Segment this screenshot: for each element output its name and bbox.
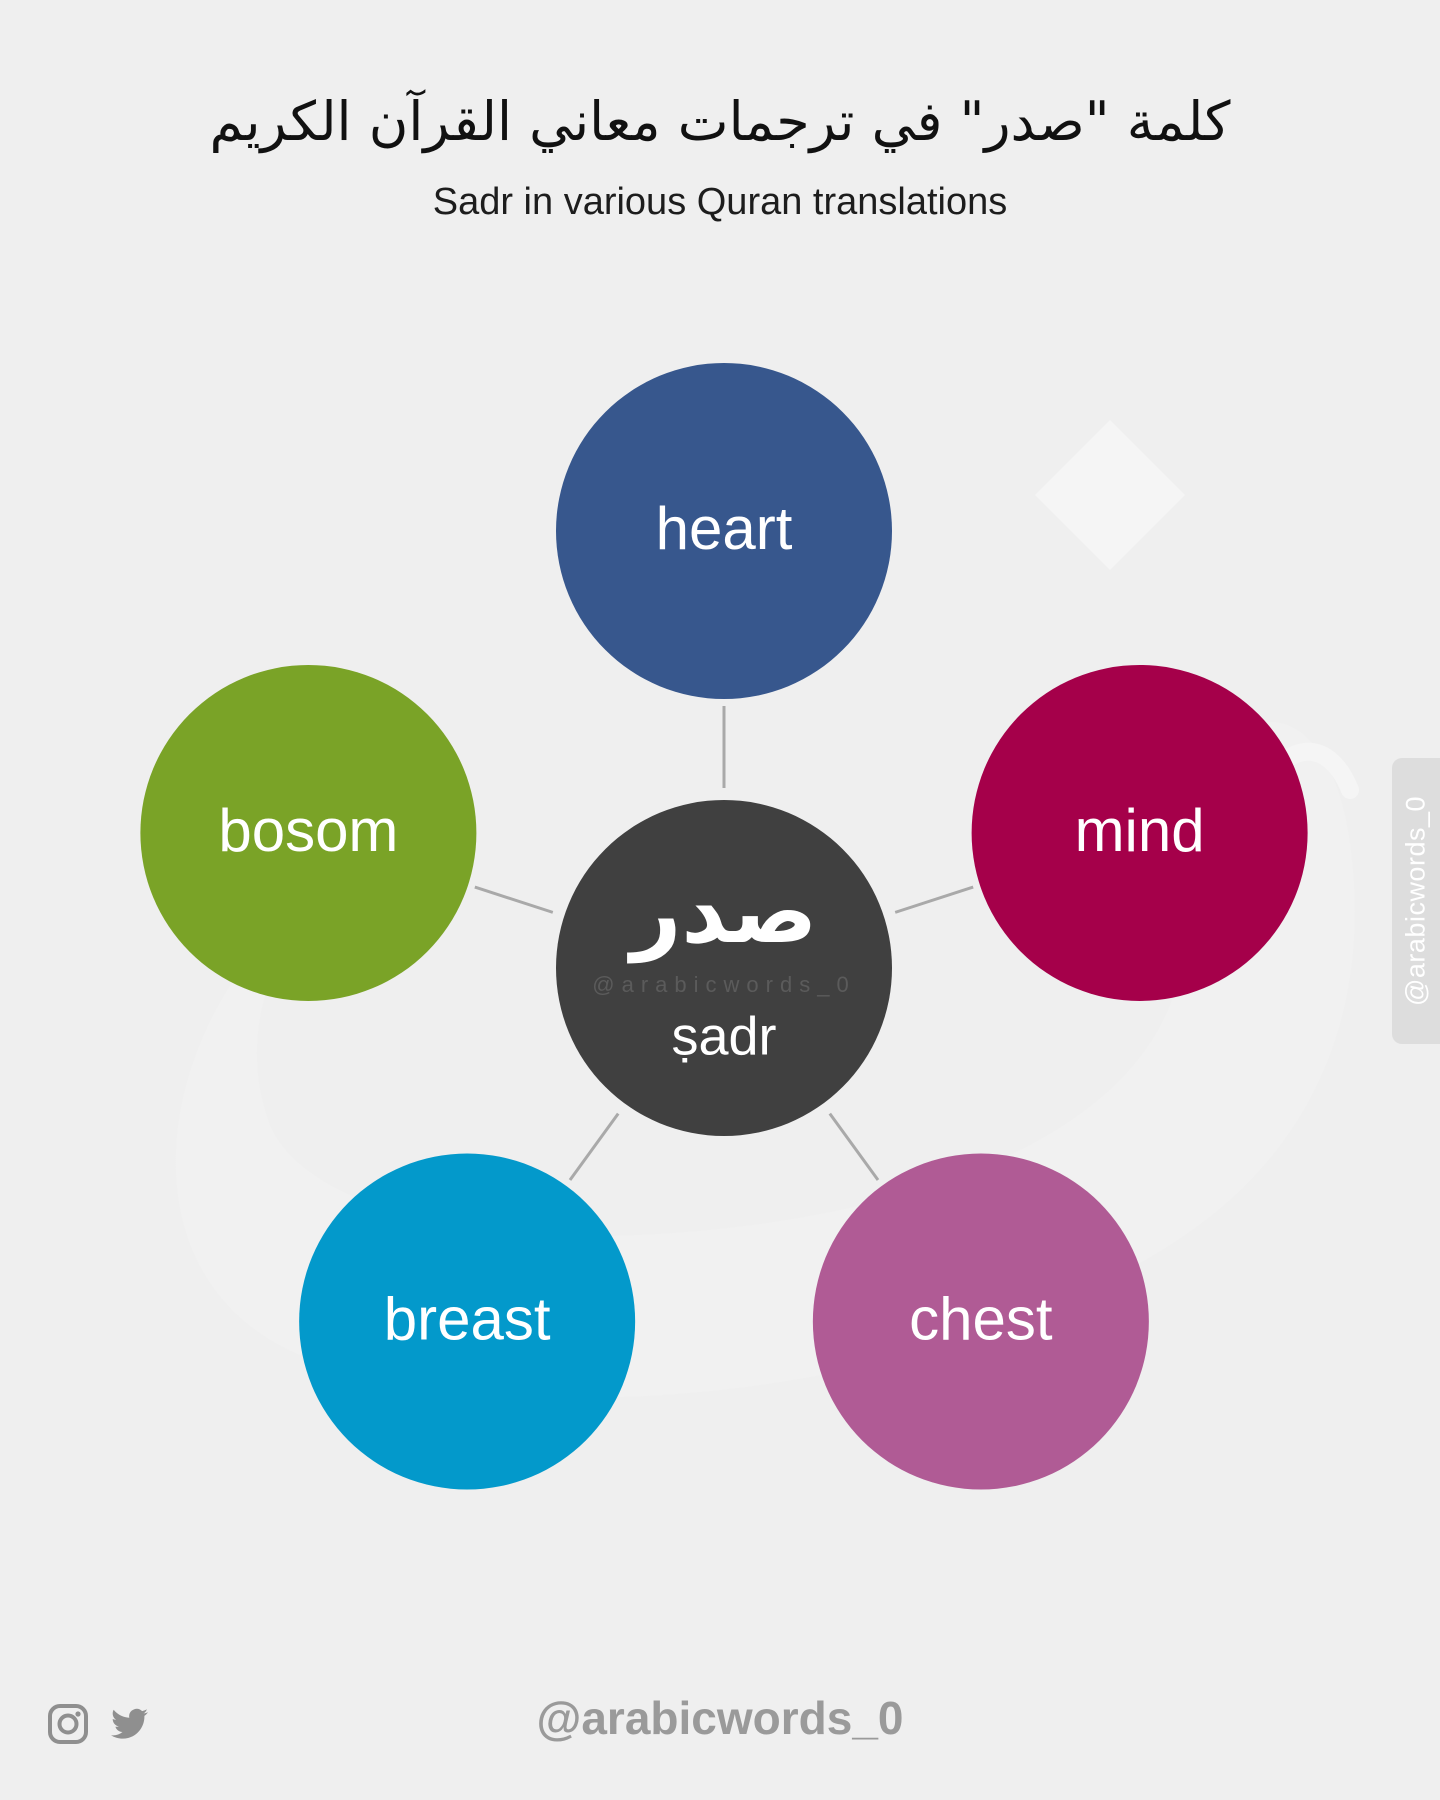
meaning-label-heart: heart — [656, 495, 793, 562]
instagram-icon[interactable] — [46, 1702, 90, 1746]
meaning-nodes: heart mind chest breast bosom — [140, 363, 1308, 1490]
meaning-circle-bosom — [140, 664, 477, 1001]
meaning-circle-chest — [812, 1153, 1149, 1490]
connector-line-bosom — [474, 885, 554, 914]
social-icons — [46, 1702, 156, 1746]
center-circle — [556, 800, 892, 1136]
meaning-node-chest: chest — [812, 1153, 1149, 1490]
page-subtitle: Sadr in various Quran translations — [432, 181, 1008, 223]
connector-line-mind — [894, 885, 974, 914]
meaning-node-breast: breast — [299, 1153, 636, 1490]
twitter-icon[interactable] — [108, 1702, 152, 1746]
meaning-node-heart: heart — [556, 363, 892, 699]
connector-line-chest — [828, 1112, 880, 1181]
meaning-circle-mind — [971, 664, 1308, 1001]
meaning-circle-heart — [556, 363, 892, 699]
connector-line-breast — [568, 1112, 620, 1181]
meaning-label-bosom: bosom — [218, 797, 398, 864]
center-arabic-word: صدر — [627, 860, 818, 963]
meaning-node-mind: mind — [971, 664, 1308, 1001]
meaning-label-breast: breast — [384, 1285, 551, 1352]
center-transliteration: ṣadr — [671, 1006, 776, 1066]
center-node: صدر @arabicwords_0 ṣadr — [556, 800, 892, 1136]
meaning-label-chest: chest — [909, 1285, 1053, 1352]
page-title-arabic: كلمة "صدر" في ترجمات معاني القرآن الكريم — [209, 90, 1231, 153]
side-watermark-text: @arabicwords_0 — [1400, 795, 1431, 1007]
meaning-circle-breast — [299, 1153, 636, 1490]
footer-handle: @arabicwords_0 — [536, 1692, 904, 1744]
center-watermark: @arabicwords_0 — [592, 972, 855, 997]
side-watermark-tab: @arabicwords_0 — [1392, 758, 1440, 1044]
connector-lines — [474, 706, 974, 1181]
meaning-label-mind: mind — [1075, 797, 1205, 864]
meaning-node-bosom: bosom — [140, 664, 477, 1001]
